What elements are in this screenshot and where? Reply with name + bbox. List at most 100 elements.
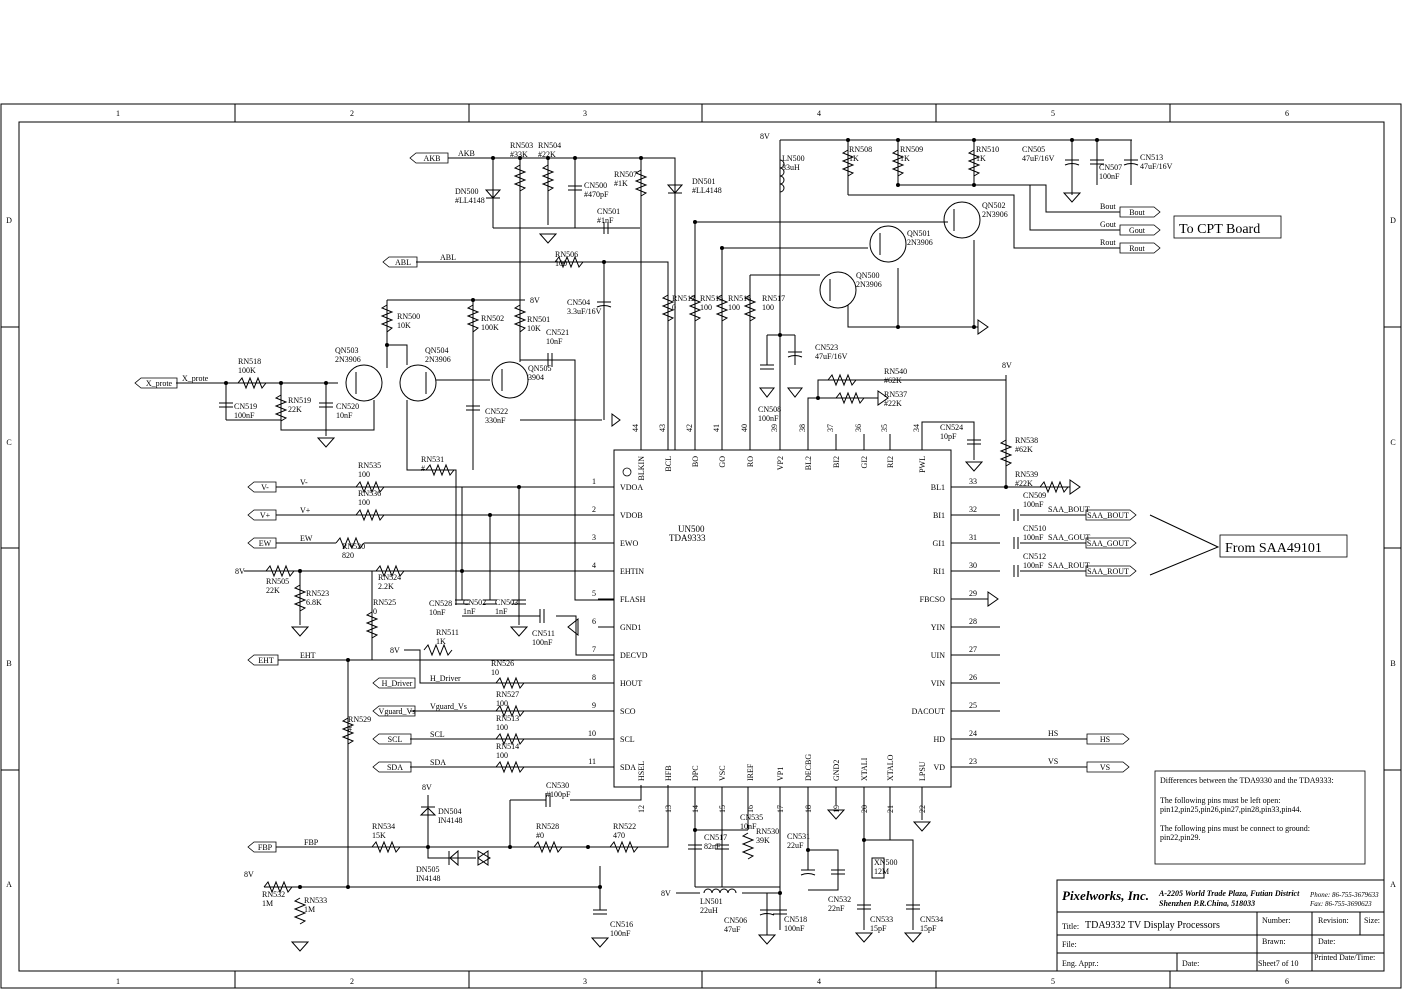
- component-value: #62K: [1015, 445, 1033, 454]
- row-d-right: D: [1390, 216, 1396, 225]
- port-label: EW: [259, 539, 272, 548]
- component-ref: CN534: [920, 915, 943, 924]
- component-ref: QN501: [907, 229, 931, 238]
- v8-label-left: 8V: [235, 567, 245, 576]
- ic-pin-37-name: BI2: [832, 456, 841, 468]
- printed-label: Printed Date/Time:: [1314, 953, 1375, 962]
- component-value: 100: [358, 470, 370, 479]
- eng-appr-label: Eng. Appr.:: [1062, 959, 1099, 968]
- ic-pin-37-number: 37: [826, 424, 835, 432]
- component-ref: RN505: [266, 577, 289, 586]
- ic-pin-32-number: 32: [969, 505, 977, 514]
- ic-pin-11-name: SDA: [620, 763, 636, 772]
- port-shape: [409, 152, 449, 164]
- component-ref: RN517: [762, 294, 785, 303]
- port-label: Bout: [1129, 208, 1145, 217]
- ic-pin-29-number: 29: [969, 589, 977, 598]
- to-cpt-board-text: To CPT Board: [1179, 222, 1260, 237]
- ic-pin-40-name: RO: [746, 456, 755, 467]
- component-rn537: RN537#22K: [884, 390, 907, 408]
- ic-pin-39-name: VP2: [776, 456, 785, 470]
- component-cn501: CN501#1nF: [597, 207, 620, 225]
- component-value: 1nF: [495, 607, 508, 616]
- component-value: 39K: [756, 836, 770, 845]
- ic-pin-30-number: 30: [969, 561, 977, 570]
- component-ref: RN514: [496, 742, 519, 751]
- component-value: #22K: [1015, 479, 1033, 488]
- ic-pin-32-name: BI1: [933, 511, 945, 520]
- ic-pin-6-number: 6: [592, 617, 596, 626]
- ic-pin-1-name: VDOA: [620, 483, 643, 492]
- component-dn500: DN500#LL4148: [455, 187, 485, 205]
- pin1-marker: [622, 467, 632, 477]
- ic-pin-28-name: YIN: [931, 623, 945, 632]
- component-ref: CN517: [704, 833, 727, 842]
- grounds: [290, 192, 1082, 952]
- ic-pin-36-name: GI2: [860, 456, 869, 468]
- component-value: 22nF: [828, 904, 845, 913]
- ic-ref: UN500: [678, 524, 705, 534]
- component-ref: RN532: [262, 890, 285, 899]
- component-ref: RN530: [756, 827, 779, 836]
- component-ref: RN515: [700, 294, 723, 303]
- component-rn538: RN538#62K: [1015, 436, 1038, 454]
- ic-pin-33-number: 33: [969, 477, 977, 486]
- component-value: 2N3906: [856, 280, 882, 289]
- component-ref: CN519: [234, 402, 257, 411]
- component-value: 6.8K: [306, 598, 322, 607]
- ic-pin-29-name: FBCSO: [920, 595, 946, 604]
- ic-pin-26-number: 26: [969, 673, 977, 682]
- component-ref: DN500: [455, 187, 479, 196]
- component-ref: RN539: [1015, 470, 1038, 479]
- ic-pin-10-number: 10: [588, 729, 596, 738]
- port-shape: [372, 677, 416, 689]
- ic-pin-35-name: RI2: [886, 456, 895, 468]
- component-ref: RN527: [496, 690, 519, 699]
- row-c-right: C: [1390, 438, 1395, 447]
- component-value: #62K: [884, 376, 902, 385]
- component-value: 12M: [874, 867, 889, 876]
- net-label: Rout: [1100, 238, 1116, 247]
- title-label: Title:: [1062, 922, 1079, 931]
- component-value: 3904: [528, 373, 544, 382]
- component-ref: XN500: [874, 858, 898, 867]
- port-v-: V+V+: [247, 506, 311, 521]
- component-value: 100nF: [234, 411, 255, 420]
- component-ref: RN523: [306, 589, 329, 598]
- component-ref: RN534: [372, 822, 395, 831]
- component-value: 0: [373, 607, 377, 616]
- component-ref: LN500: [782, 154, 805, 163]
- component-ref: RN531: [421, 455, 444, 464]
- component-value: 15pF: [920, 924, 937, 933]
- address-line-1: A-2205 World Trade Plaza, Futian Distric…: [1158, 889, 1300, 898]
- company-name: Pixelworks, Inc.: [1062, 888, 1149, 903]
- col-6-top: 6: [1285, 109, 1289, 118]
- ic-pin-34-number: 34: [912, 424, 921, 432]
- component-ref: RN540: [884, 367, 907, 376]
- ic-pin-25-name: DACOUT: [912, 707, 945, 716]
- ic-pin-33-name: BL1: [931, 483, 945, 492]
- ic-pin-12-number: 12: [637, 805, 646, 813]
- net-label: AKB: [458, 149, 475, 158]
- component-value: 100nF: [610, 929, 631, 938]
- component-value: 47uF/16V: [815, 352, 848, 361]
- net-label: FBP: [304, 838, 319, 847]
- component-ref: CN520: [336, 402, 359, 411]
- port-shape: [1119, 224, 1161, 236]
